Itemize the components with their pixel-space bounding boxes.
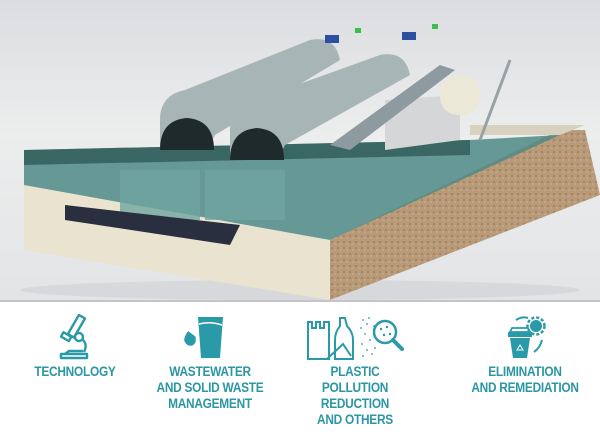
divider (0, 300, 600, 302)
plastic-bag-bottle-magnifier-icon (307, 317, 404, 360)
feature-label: ELIMINATION AND REMEDIATION (471, 364, 579, 395)
feature-label: WASTEWATER AND SOLID WASTE MANAGEMENT (156, 364, 264, 411)
hero-illustration (0, 0, 600, 300)
features-row: TECHNOLOGY WASTEWATER AND SOLID WASTE MA… (0, 302, 600, 444)
microscope-icon (59, 314, 89, 360)
facility-illustration (20, 24, 600, 300)
recycle-bin-gear-icon (508, 316, 546, 358)
water-glass-drop-icon (182, 317, 223, 358)
feature-label: PLASTIC POLLUTION REDUCTION AND OTHERS (317, 364, 393, 427)
feature-label: TECHNOLOGY (34, 364, 116, 379)
